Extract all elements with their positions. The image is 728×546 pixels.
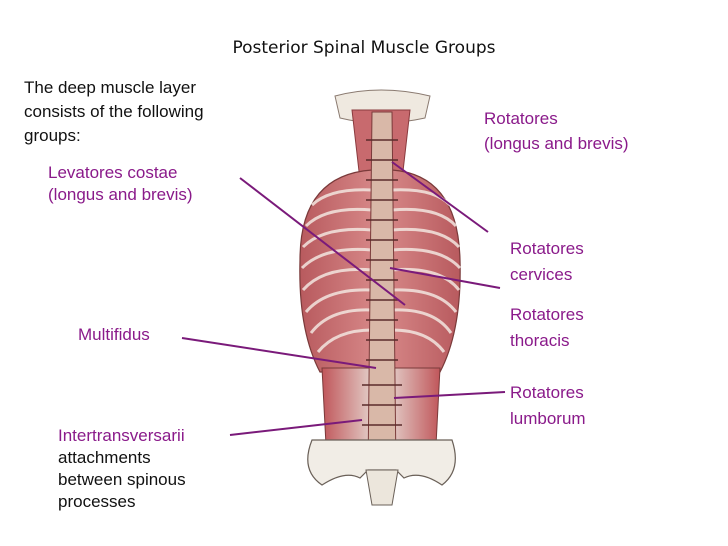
label-levatores-costae-line1: Levatores costae <box>48 163 178 182</box>
label-rotatores-line1: Rotatores <box>484 109 558 128</box>
leader-intertransversarii <box>229 419 363 436</box>
intro-line-2: consists of the following <box>24 102 204 121</box>
diagram-title: Posterior Spinal Muscle Groups <box>232 38 496 58</box>
leader-rotatores-lumborum <box>393 391 506 399</box>
label-rotatores-thoracis: Rotatores thoracis <box>510 302 584 354</box>
leader-multifidus <box>181 337 377 369</box>
label-intertransversarii: Intertransversarii attachments between s… <box>58 425 186 513</box>
label-rotatores-lumborum-line2: lumborum <box>510 409 586 428</box>
label-rotatores: Rotatores (longus and brevis) <box>484 106 629 156</box>
leader-rotatores-cervices <box>389 267 501 289</box>
label-intertransversarii-note3: processes <box>58 492 136 511</box>
label-rotatores-line2: (longus and brevis) <box>484 134 629 153</box>
leader-levatores <box>239 177 406 306</box>
intro-line-3: groups: <box>24 126 81 145</box>
label-intertransversarii-title: Intertransversarii <box>58 426 185 445</box>
leader-rotatores <box>391 161 489 233</box>
sacrum <box>365 469 399 506</box>
label-rotatores-thoracis-line2: thoracis <box>510 331 570 350</box>
label-levatores-costae: Levatores costae (longus and brevis) <box>48 162 193 206</box>
label-multifidus: Multifidus <box>78 325 150 344</box>
intro-text: The deep muscle layer consists of the fo… <box>24 76 204 148</box>
label-rotatores-lumborum: Rotatores lumborum <box>510 380 586 432</box>
label-rotatores-thoracis-line1: Rotatores <box>510 305 584 324</box>
leader-lines <box>181 161 506 436</box>
vertebrae <box>362 139 402 446</box>
label-intertransversarii-note2: between spinous <box>58 470 186 489</box>
label-intertransversarii-note1: attachments <box>58 448 151 467</box>
intro-line-1: The deep muscle layer <box>24 78 196 97</box>
label-rotatores-cervices-line1: Rotatores <box>510 239 584 258</box>
rib-lines <box>300 188 462 353</box>
spinal-column <box>367 111 397 471</box>
label-rotatores-lumborum-line1: Rotatores <box>510 383 584 402</box>
label-rotatores-cervices: Rotatores cervices <box>510 236 584 288</box>
label-levatores-costae-line2: (longus and brevis) <box>48 185 193 204</box>
label-rotatores-cervices-line2: cervices <box>510 265 573 284</box>
